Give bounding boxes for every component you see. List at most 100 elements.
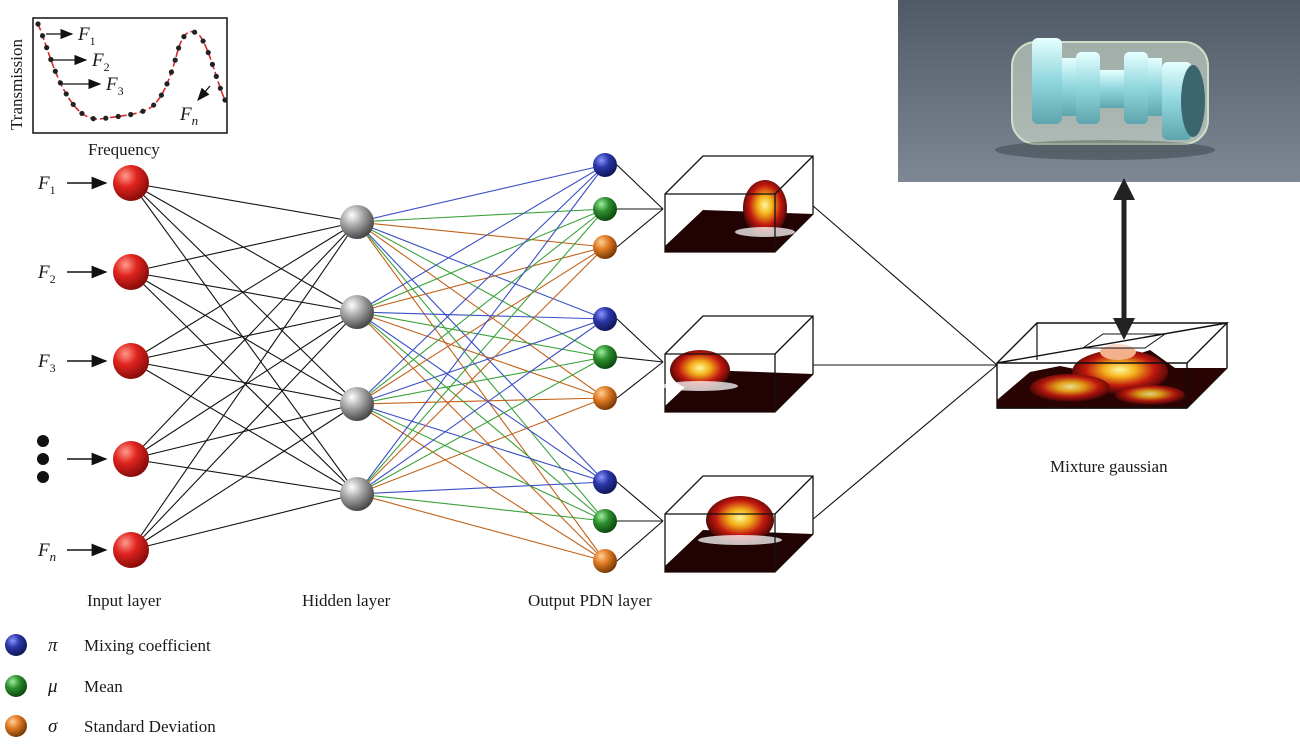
pi-output-node [593,153,617,177]
curve-sample-point [39,33,46,39]
panel-edge [774,155,814,195]
gaussian-panels [662,155,814,573]
input-hidden-edge [130,271,358,405]
hidden-output-edge [356,493,606,522]
mu-node-icon [5,675,27,697]
legend: π Mixing coefficient μ Mean σ Standard D… [5,634,216,737]
output-to-panel-edge [616,356,664,363]
inset-marker-f1: F1 [77,24,96,48]
input-node [113,165,149,201]
hidden-output-edge [356,246,606,405]
legend-pi-symbol: π [48,635,58,656]
curve-sample-points [35,21,228,122]
hidden-output-edge [356,164,606,495]
hidden-output-edge [356,221,606,562]
pi-node-icon [5,634,27,656]
curve-sample-point [63,91,69,97]
hidden-output-edge [356,221,606,522]
hidden-output-edge [356,318,606,495]
hidden-node [340,205,374,239]
curve-sample-point [213,73,219,79]
panel-edge [774,475,814,515]
curve-sample-point [151,102,157,108]
double-arrow-icon [1113,178,1135,340]
output-to-gaussian-edges [616,164,998,562]
legend-mu-symbol: μ [47,676,58,697]
mu-output-node [593,345,617,369]
input-hidden-edge [130,403,358,551]
curve-sample-point [158,92,164,98]
panel-edge [774,315,814,355]
curve-sample-point [44,45,50,51]
hidden-output-edge [356,208,606,405]
hidden-output-edge [356,208,606,313]
input-label: F3 [37,351,56,375]
inset-marker-f3: F3 [105,74,124,98]
network-edges [130,164,606,562]
input-hidden-edge [130,221,358,551]
mixture-gaussian-panel [996,321,1230,409]
input-hidden-edge [130,221,358,273]
peak-highlight [662,381,738,391]
curve-sample-point [200,38,206,44]
hidden-layer-label: Hidden layer [302,591,391,610]
sigma-output-node [593,235,617,259]
hidden-output-edge [356,208,606,223]
hidden-output-edge [356,164,606,313]
gaussian-panel-1 [664,155,814,253]
panel-to-mixture-edge [811,204,998,366]
mu-output-node [593,509,617,533]
curve-sample-point [103,115,109,121]
hidden-output-edge [356,221,606,399]
curve-sample-point [191,29,198,35]
mixture-gaussian-label: Mixture gaussian [1050,457,1168,476]
curve-sample-point [209,61,216,68]
hidden-output-edge [356,311,606,522]
hidden-node [340,477,374,511]
inset-ylabel: Transmission [7,38,26,130]
curve-sample-point [172,57,178,63]
curve-sample-point [70,101,76,108]
hidden-output-edge [356,493,606,562]
curve-sample-point [181,34,187,40]
output-to-panel-edge [616,520,664,562]
hidden-node [340,295,374,329]
curve-sample-point [35,21,41,27]
legend-item-sigma: σ Standard Deviation [5,715,216,737]
output-to-panel-edge [616,318,664,363]
panel-to-mixture-edge [811,364,998,521]
curve-sample-point [140,108,146,114]
input-label: F1 [37,173,56,197]
pi-output-node [593,307,617,331]
gaussian-peak [670,350,730,390]
hidden-output-edge [356,311,606,320]
curve-sample-point [90,116,96,122]
curve-sample-point [115,113,121,120]
hidden-output-edge [356,208,606,495]
inset-marker-fn: Fn [179,104,198,128]
hidden-output-edge [356,311,606,483]
hidden-output-edge [356,246,606,313]
hidden-output-edge [356,311,606,399]
hidden-output-edge [356,481,606,495]
hidden-output-edge [356,164,606,405]
transmission-inset-plot: Transmission Frequency F1 F2 F3 Fn [7,17,228,159]
sigma-node-icon [5,715,27,737]
transmission-curve [37,23,226,120]
hidden-node [340,387,374,421]
input-hidden-edge [130,311,358,551]
network-nodes [113,153,617,573]
hidden-output-edge [356,311,606,562]
input-label: Fn [37,540,56,564]
hidden-output-edge [356,246,606,495]
peak-highlight [698,535,782,545]
inset-arrow-fn [197,85,211,101]
output-to-panel-edge [616,361,664,399]
legend-pi-text: Mixing coefficient [84,636,211,655]
legend-item-mu: μ Mean [5,675,123,697]
output-to-panel-edge [616,164,664,210]
peak-highlight [735,227,795,237]
hidden-output-edge [356,311,606,358]
